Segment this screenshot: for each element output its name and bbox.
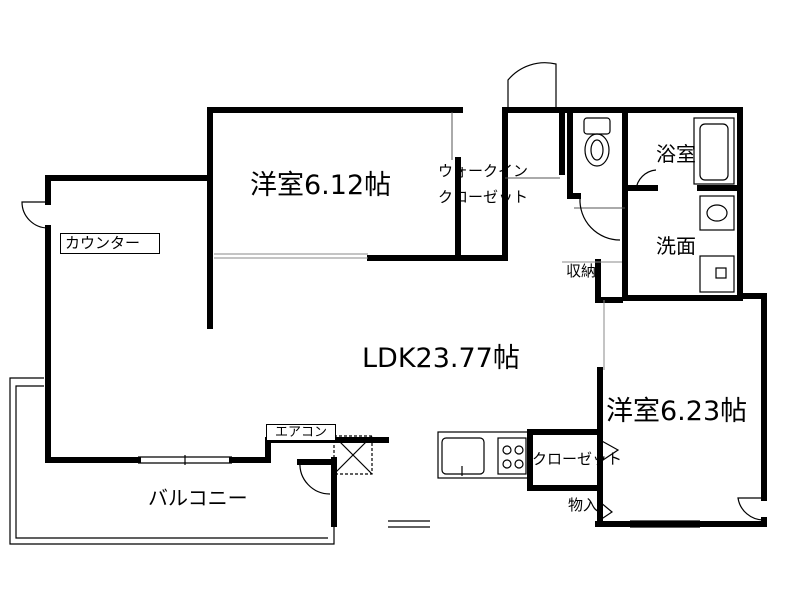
ldk-label: LDK23.77帖	[362, 343, 520, 374]
western-room-2-label: 洋室6.23帖	[606, 396, 748, 427]
wash-basin-fixture	[699, 195, 735, 293]
exterior-walls	[45, 107, 767, 527]
walk-in-closet-label-line1: ウォークイン	[438, 162, 529, 180]
pipe-shaft	[333, 435, 373, 475]
toilet-fixture	[583, 117, 611, 167]
closet-label: クローゼット	[532, 450, 623, 468]
bathroom-label: 浴室	[656, 142, 696, 166]
partition-lines	[214, 112, 625, 370]
interior-walls	[297, 107, 743, 523]
windows	[138, 455, 700, 528]
balcony-outline	[9, 377, 335, 545]
bathtub-fixture	[693, 117, 735, 185]
counter-label: カウンター	[60, 233, 160, 254]
washroom-label: 洗面	[656, 234, 696, 258]
door-swings	[21, 62, 765, 521]
walk-in-closet-label-line2: クローゼット	[438, 188, 529, 206]
balcony-label: バルコニー	[148, 486, 248, 510]
storage-label: 収納	[566, 262, 597, 280]
air-conditioner-label: エアコン	[266, 424, 337, 441]
kitchen-fixture	[437, 431, 529, 479]
western-room-1-label: 洋室6.12帖	[250, 170, 392, 201]
storage-small-label: 物入	[568, 496, 599, 514]
